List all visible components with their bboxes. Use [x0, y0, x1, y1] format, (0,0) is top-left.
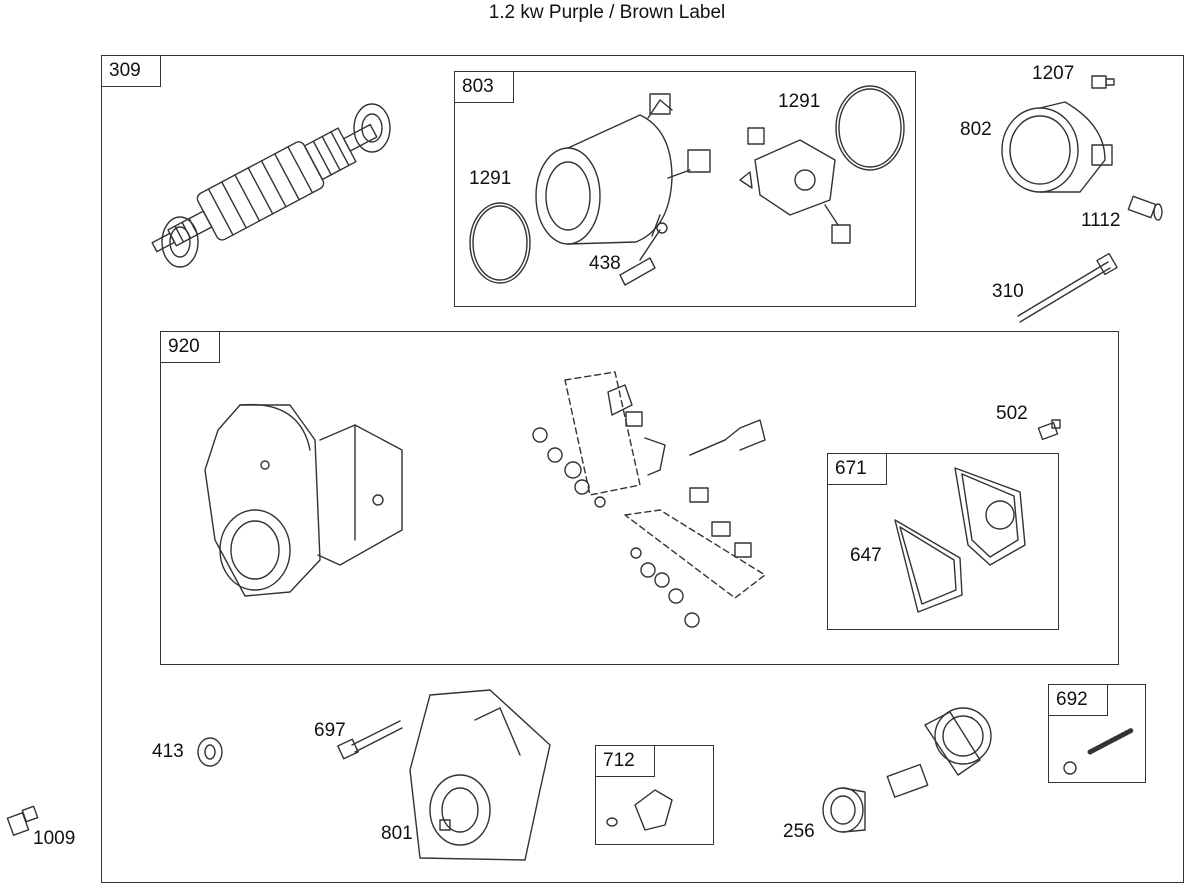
pinion-256[interactable] [823, 788, 865, 832]
callout-256[interactable]: 256 [783, 821, 815, 842]
brush-plate[interactable] [740, 128, 850, 243]
frame-group-housing [160, 331, 1119, 665]
callout-697[interactable]: 697 [314, 720, 346, 741]
gaskets-647[interactable] [895, 468, 1025, 612]
frame-group-gasket-kit [827, 453, 1059, 630]
callout-438[interactable]: 438 [589, 253, 621, 274]
callout-310[interactable]: 310 [992, 281, 1024, 302]
tag-group-pinion-kit[interactable]: 712 [595, 745, 655, 777]
nut-413[interactable] [198, 738, 222, 766]
terminal-438[interactable] [620, 223, 667, 285]
o-rings[interactable] [470, 86, 904, 283]
tag-group-gasket-kit[interactable]: 671 [827, 453, 887, 485]
screw-1207[interactable] [1092, 76, 1114, 88]
callout-1291-right[interactable]: 1291 [778, 91, 821, 112]
callout-413[interactable]: 413 [152, 741, 184, 762]
through-bolt-310[interactable] [1018, 254, 1117, 322]
armature[interactable] [142, 104, 390, 270]
callout-647[interactable]: 647 [850, 545, 882, 566]
drive-housing-801[interactable] [410, 690, 550, 860]
field-coil[interactable] [536, 94, 710, 244]
starter-housing[interactable] [205, 405, 402, 596]
callout-802[interactable]: 802 [960, 119, 992, 140]
bolt-697[interactable] [338, 721, 402, 759]
diagram-title: 1.2 kw Purple / Brown Label [488, 2, 726, 23]
terminal-hardware[interactable] [533, 372, 765, 627]
screw-1112[interactable] [1128, 196, 1162, 220]
callout-1009[interactable]: 1009 [33, 828, 76, 849]
pinion-kit-parts[interactable] [607, 790, 672, 830]
tag-group-housing[interactable]: 920 [160, 331, 220, 363]
tag-group-spring-kit[interactable]: 692 [1048, 684, 1108, 716]
screw-1009[interactable] [7, 806, 37, 835]
callout-1112[interactable]: 1112 [1081, 210, 1121, 231]
screw-502[interactable] [1038, 420, 1060, 439]
end-cap[interactable] [1002, 102, 1112, 192]
callout-1207[interactable]: 1207 [1032, 63, 1075, 84]
spring-692[interactable] [1064, 730, 1132, 774]
tag-group-field-coil[interactable]: 803 [454, 71, 514, 103]
callout-1291-left[interactable]: 1291 [469, 168, 512, 189]
tag-group-outer[interactable]: 309 [101, 55, 161, 87]
callout-502[interactable]: 502 [996, 403, 1028, 424]
frame-group-field-coil [454, 71, 916, 307]
callout-801[interactable]: 801 [381, 823, 413, 844]
drive-assembly[interactable] [887, 708, 991, 797]
